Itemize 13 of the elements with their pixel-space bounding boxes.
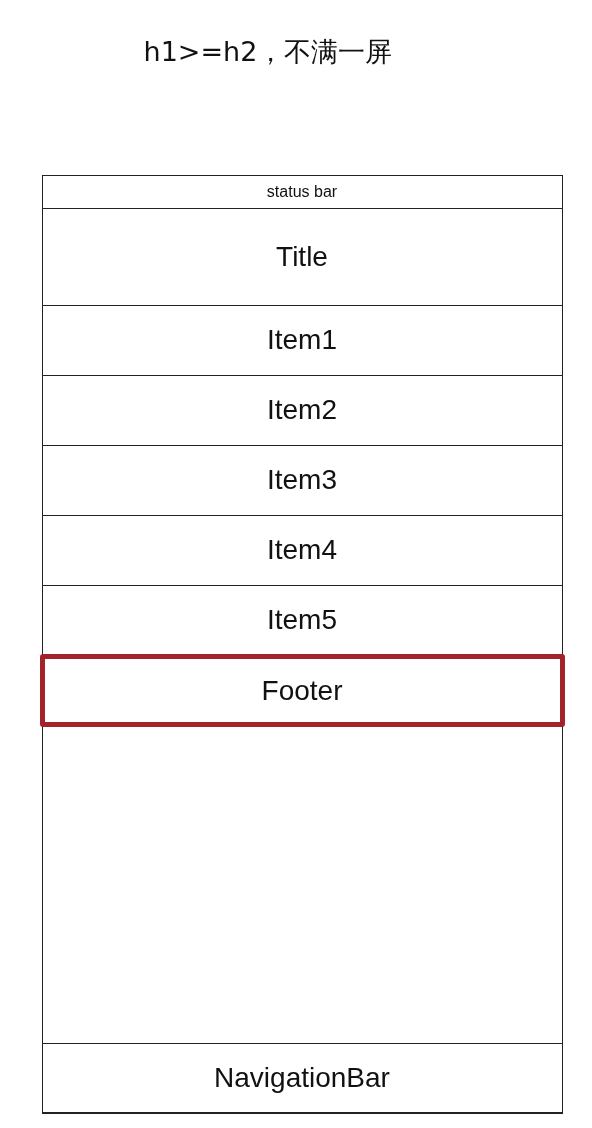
row-label: NavigationBar	[214, 1062, 390, 1095]
row-label: Title	[276, 240, 328, 273]
screen-row	[41, 1042, 563, 1114]
row-label: Item4	[267, 534, 337, 567]
diagram-title: h1>=h2，不满一屏	[142, 35, 394, 69]
phone-screen-frame	[42, 175, 563, 1113]
row-label: Item1	[267, 324, 337, 357]
row-label: status bar	[266, 182, 338, 201]
highlighted-footer-row	[39, 654, 565, 727]
row-label: Item3	[267, 464, 337, 497]
row-label: Item5	[267, 604, 337, 637]
row-label: Item2	[267, 394, 337, 427]
row-label: Footer	[261, 674, 343, 707]
